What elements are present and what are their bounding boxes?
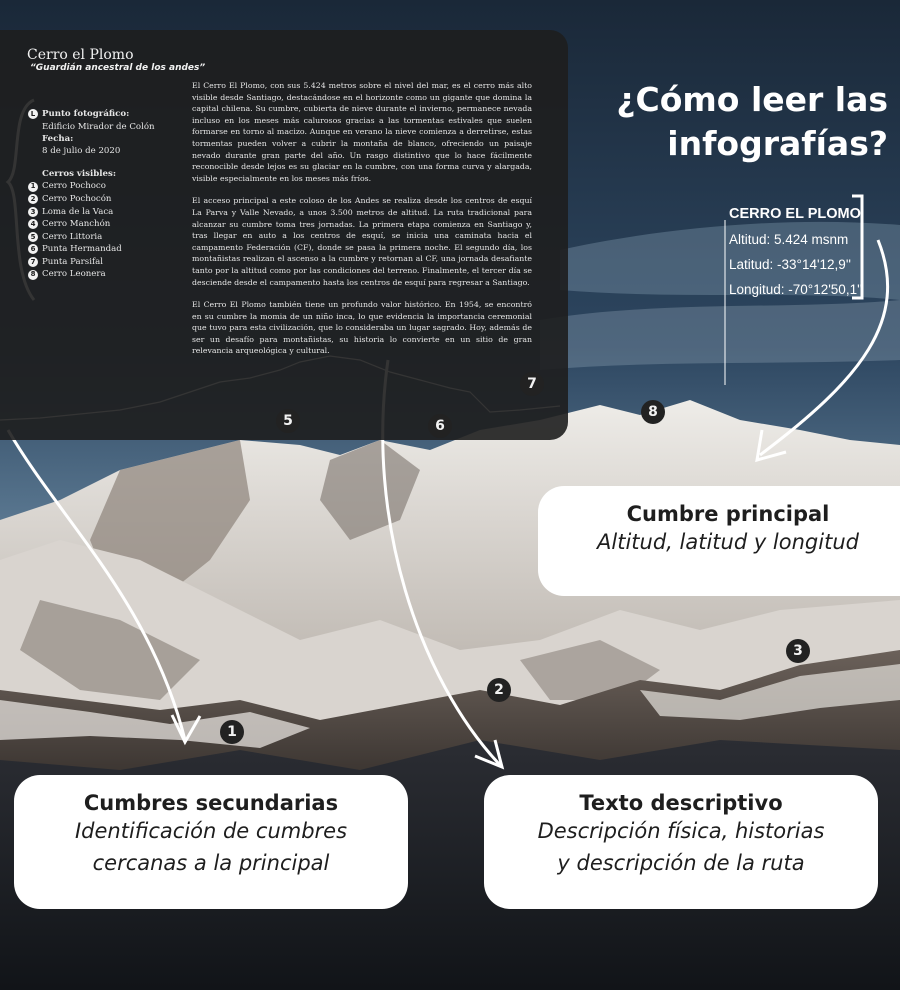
peak-name: Cerro Manchón bbox=[42, 219, 111, 230]
peak-marker-1: 1 bbox=[220, 720, 244, 744]
peak-marker-6: 6 bbox=[428, 414, 452, 438]
card-line-1: Identificación de cumbres bbox=[74, 819, 348, 843]
description-paragraph: El Cerro El Plomo, con sus 5.424 metros … bbox=[192, 81, 532, 183]
peak-name: Punta Hermandad bbox=[42, 244, 122, 255]
peak-marker-3: 3 bbox=[786, 639, 810, 663]
peak-name: Punta Parsifal bbox=[42, 256, 103, 267]
peak-number: 2 bbox=[28, 194, 38, 205]
date-label: Fecha: bbox=[42, 134, 74, 144]
peak-name: Cerro Pochocón bbox=[42, 193, 112, 204]
card-line-2: cercanas a la principal bbox=[92, 851, 330, 875]
peak-item: 8 Cerro Leonera bbox=[28, 268, 178, 281]
peak-item: 6 Punta Hermandad bbox=[28, 243, 178, 256]
peak-marker-2: 2 bbox=[487, 678, 511, 702]
summit-coordinates: CERRO EL PLOMO Altitud: 5.424 msnm Latit… bbox=[729, 202, 862, 302]
peak-number: 5 bbox=[28, 231, 38, 242]
headline-line-1: ¿Cómo leer las bbox=[616, 80, 888, 119]
peak-name: Loma de la Vaca bbox=[42, 206, 114, 217]
card-line-1: Descripción física, historias bbox=[537, 819, 825, 843]
peak-number: 7 bbox=[28, 257, 38, 268]
peak-marker-8: 8 bbox=[641, 400, 665, 424]
peak-number: 3 bbox=[28, 206, 38, 217]
headline-line-2: infografías? bbox=[667, 124, 888, 163]
peak-number: 6 bbox=[28, 244, 38, 255]
peak-marker-7: 7 bbox=[520, 372, 544, 396]
photo-point-value: Edificio Mirador de Colón bbox=[42, 121, 155, 132]
peak-name: Cerro Leonera bbox=[42, 269, 106, 280]
peak-number: 1 bbox=[28, 181, 38, 192]
photo-point-row: L Punto fotográfico: bbox=[28, 108, 178, 121]
summit-longitude: Longitud: -70°12'50,1'' bbox=[729, 282, 863, 297]
card-cumbres-secundarias: Cumbres secundarias Identificación de cu… bbox=[14, 775, 408, 909]
description-paragraph: El Cerro El Plomo también tiene un profu… bbox=[192, 300, 532, 356]
card-subtitle: Altitud, latitud y longitud bbox=[597, 530, 859, 554]
card-cumbre-principal: Cumbre principal Altitud, latitud y long… bbox=[538, 486, 900, 596]
date-value: 8 de julio de 2020 bbox=[42, 146, 121, 157]
panel-title: Cerro el Plomo bbox=[27, 47, 134, 63]
headline: ¿Cómo leer las infografías? bbox=[568, 78, 888, 166]
peak-item: 7 Punta Parsifal bbox=[28, 256, 178, 269]
peak-item: 2 Cerro Pochocón bbox=[28, 193, 178, 206]
visible-peaks-label: Cerros visibles: bbox=[42, 168, 117, 179]
summit-name: CERRO EL PLOMO bbox=[729, 206, 861, 222]
peak-name: Cerro Pochoco bbox=[42, 181, 106, 192]
peak-item: 5 Cerro Littoria bbox=[28, 231, 178, 244]
peak-item: 3 Loma de la Vaca bbox=[28, 205, 178, 218]
summit-latitude: Latitud: -33°14'12,9'' bbox=[729, 257, 851, 272]
card-title: Cumbres secundarias bbox=[83, 791, 339, 815]
card-title: Cumbre principal bbox=[626, 502, 830, 526]
peak-marker-5: 5 bbox=[276, 409, 300, 433]
card-line-2: y descripción de la ruta bbox=[557, 851, 805, 875]
description-text: El Cerro El Plomo, con sus 5.424 metros … bbox=[192, 80, 532, 368]
photo-point-label: Punto fotográfico: bbox=[42, 109, 130, 120]
description-paragraph: El acceso principal a este coloso de los… bbox=[192, 196, 532, 287]
peak-item: 1 Cerro Pochoco bbox=[28, 180, 178, 193]
card-texto-descriptivo: Texto descriptivo Descripción física, hi… bbox=[484, 775, 878, 909]
peak-list: 1 Cerro Pochoco 2 Cerro Pochocón 3 Loma de … bbox=[28, 180, 178, 281]
panel-subtitle: “Guardián ancestral de los andes” bbox=[30, 63, 206, 73]
peak-name: Cerro Littoria bbox=[42, 231, 103, 242]
peak-number: 4 bbox=[28, 219, 38, 230]
peak-item: 4 Cerro Manchón bbox=[28, 218, 178, 231]
photo-point-badge: L bbox=[28, 109, 38, 120]
summit-altitude: Altitud: 5.424 msnm bbox=[729, 232, 849, 247]
info-panel bbox=[0, 30, 568, 440]
panel-details: L Punto fotográfico: Edificio Mirador de… bbox=[28, 108, 178, 281]
card-title: Texto descriptivo bbox=[579, 791, 783, 815]
peak-number: 8 bbox=[28, 269, 38, 280]
